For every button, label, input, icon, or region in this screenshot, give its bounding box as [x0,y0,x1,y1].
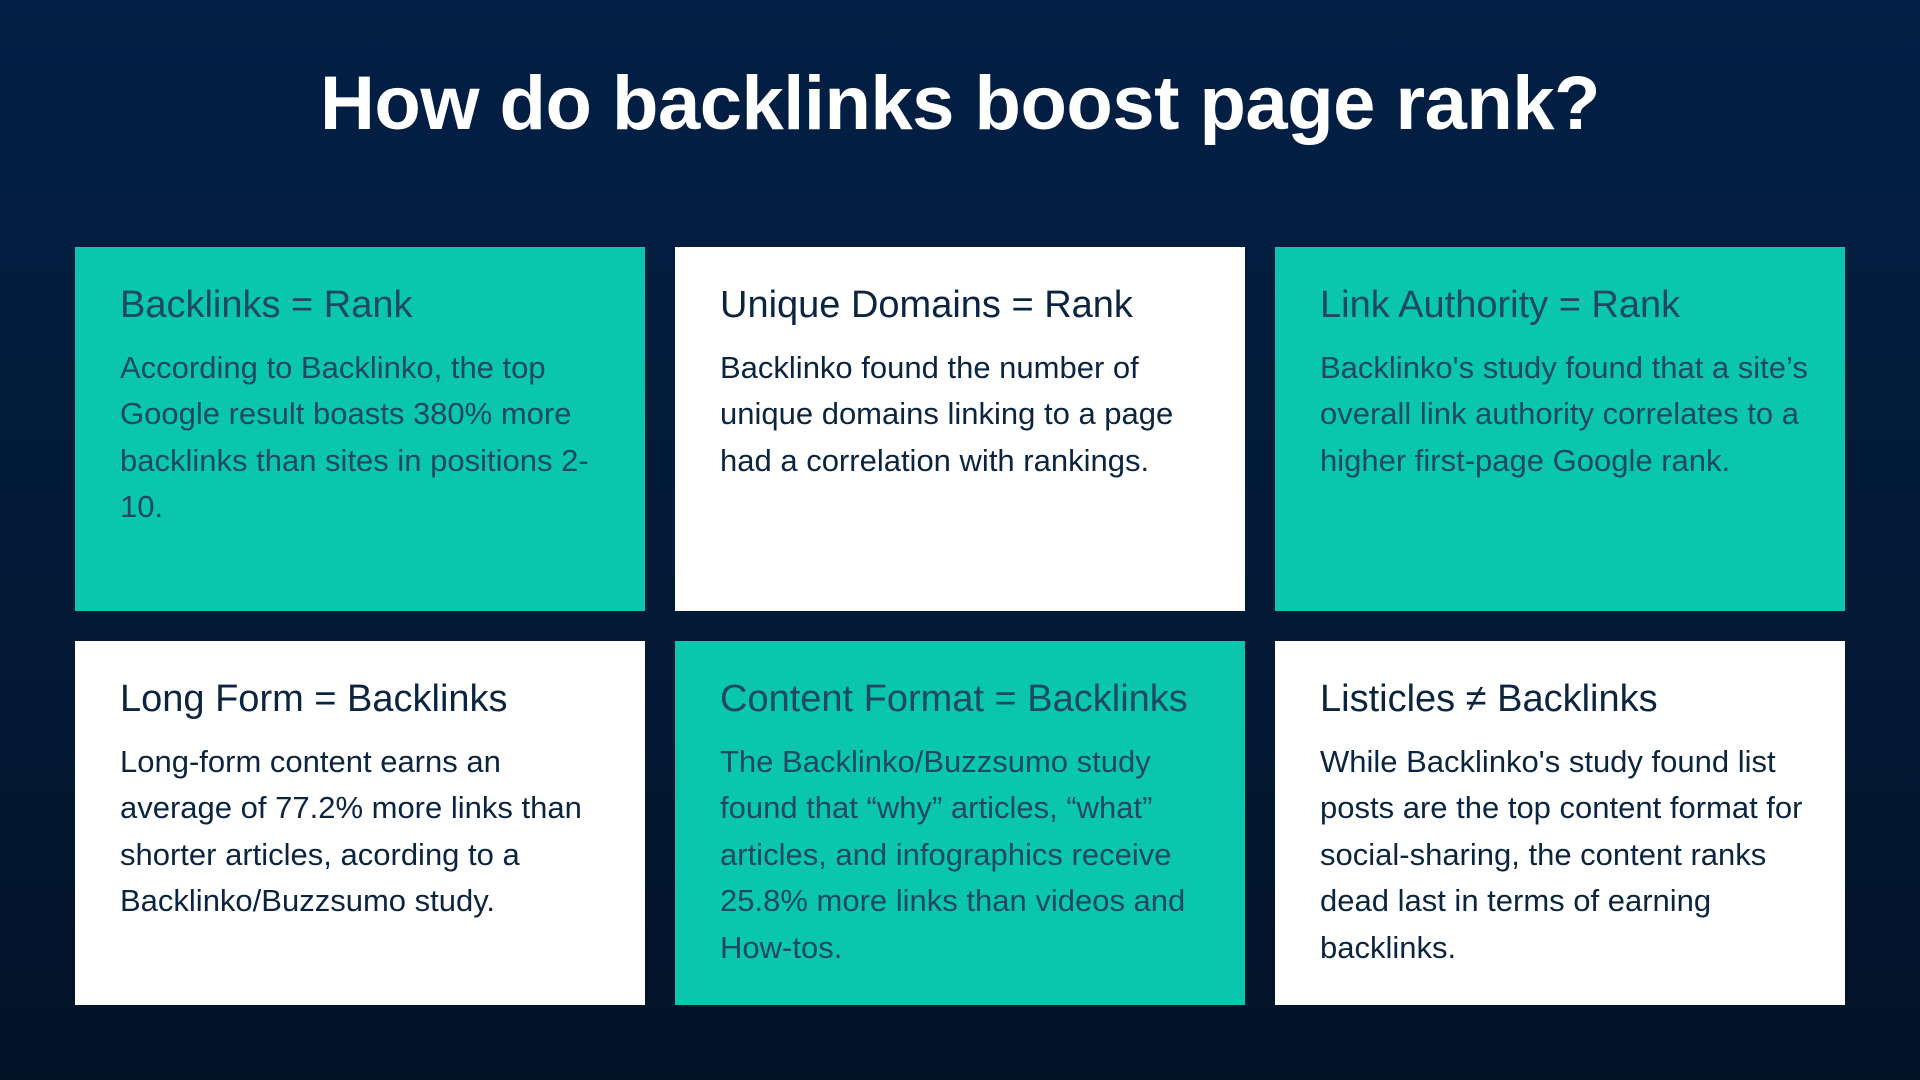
page-title: How do backlinks boost page rank? [320,61,1600,146]
card-grid: Backlinks = Rank According to Backlinko,… [75,247,1845,1005]
card-body: The Backlinko/Buzzsumo study found that … [720,743,1186,965]
card-body: Backlinko found the number of unique dom… [720,349,1174,478]
card-unique-domains-rank: Unique Domains = Rank Backlinko found th… [675,247,1245,611]
card-link-authority-rank: Link Authority = Rank Backlinko's study … [1275,247,1845,611]
card-listicles-backlinks: Listicles ≠ Backlinks While Backlinko's … [1275,641,1845,1005]
card-long-form-backlinks: Long Form = Backlinks Long-form content … [75,641,645,1005]
card-title: Long Form = Backlinks [120,678,508,720]
card-body: While Backlinko's study found list posts… [1320,743,1803,965]
card-body: According to Backlinko, the top Google r… [120,349,589,525]
card-title: Link Authority = Rank [1320,284,1681,326]
card-title: Backlinks = Rank [120,284,413,326]
card-title: Content Format = Backlinks [720,678,1188,720]
card-body: Long-form content earns an average of 77… [120,743,582,919]
card-backlinks-rank: Backlinks = Rank According to Backlinko,… [75,247,645,611]
card-title: Unique Domains = Rank [720,284,1133,326]
card-body: Backlinko's study found that a site’s ov… [1320,349,1808,478]
card-content-format-backlinks: Content Format = Backlinks The Backlinko… [675,641,1245,1005]
card-title: Listicles ≠ Backlinks [1320,678,1658,720]
